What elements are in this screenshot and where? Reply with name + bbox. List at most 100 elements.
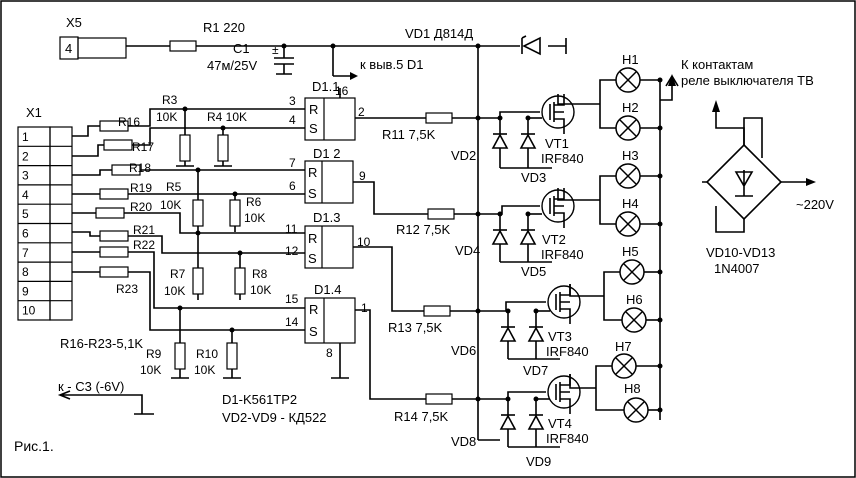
r18-label: R18 <box>129 161 151 175</box>
lamp-pair-wire <box>569 365 624 411</box>
r14-label: R14 7,5K <box>394 409 449 424</box>
r4-resistor <box>217 134 229 162</box>
relay-bus <box>659 74 679 420</box>
lamp-h7 <box>611 353 663 379</box>
lamp-h3 <box>615 163 663 189</box>
junction <box>475 308 481 314</box>
mosfet-vt3 <box>547 284 581 324</box>
r11-label: R11 7,5K <box>382 127 436 142</box>
positive-rail <box>126 45 479 440</box>
h4-label: H4 <box>622 196 639 211</box>
c1-capacitor <box>274 46 294 75</box>
r17-label: R17 <box>132 140 154 154</box>
pin-1: 1 <box>361 301 368 315</box>
vt4-label: VT4 <box>548 416 572 431</box>
x1-pin-10: 10 <box>22 304 36 318</box>
ac-arrow <box>806 178 816 186</box>
r8-resistor <box>234 267 246 295</box>
r3-label: R3 <box>162 93 178 107</box>
pin-4: 4 <box>289 113 296 127</box>
x1-pin-4: 4 <box>22 188 29 202</box>
d1-3-r: R <box>308 231 317 246</box>
d1-1-s: S <box>309 121 318 136</box>
vd1-zener-diode <box>522 36 541 56</box>
r1-label: R1 220 <box>203 20 245 35</box>
vd1-wire <box>478 38 567 54</box>
r3-value: 10K <box>156 110 177 124</box>
pin-9: 9 <box>359 169 366 183</box>
pin-8: 8 <box>326 346 333 360</box>
vt1-label: VT1 <box>545 136 569 151</box>
x5-label: X5 <box>66 15 82 30</box>
x1-label: X1 <box>26 105 42 120</box>
pin5-arrow <box>350 72 358 80</box>
lamp-h8 <box>623 397 663 423</box>
vt3-part: IRF840 <box>546 344 589 359</box>
d1-1-label: D1.1 <box>312 79 339 94</box>
h8-label: H8 <box>624 381 641 396</box>
relay-note-1: К контактам <box>681 57 753 72</box>
vd7-label: VD7 <box>523 363 548 378</box>
r12-label: R12 7,5K <box>396 222 451 237</box>
vd8-label: VD8 <box>451 434 476 449</box>
vd9-label: VD9 <box>526 454 551 469</box>
stage-bottom-wire <box>500 117 552 169</box>
r9-value: 10K <box>140 363 161 377</box>
stage-bottom-wire <box>500 213 552 263</box>
r5-value: 10K <box>160 198 181 212</box>
vt3-label: VT3 <box>548 329 572 344</box>
r5-label: R5 <box>166 180 182 194</box>
diode-vd7 <box>527 308 545 359</box>
stage-bottom-wire <box>508 398 560 448</box>
d1-2-label: D1 2 <box>313 146 340 161</box>
output-wires <box>353 111 546 400</box>
h2-label: H2 <box>622 100 639 115</box>
bridge-rectifier <box>702 108 812 233</box>
pin-14: 14 <box>285 315 299 329</box>
r5-resistor <box>192 199 204 227</box>
vd1-label: VD1 Д814Д <box>405 26 473 41</box>
d1-1-flipflop <box>304 97 356 141</box>
x1-pin-2: 2 <box>22 149 29 163</box>
vd3-label: VD3 <box>521 170 546 185</box>
lamp-h1 <box>615 67 663 93</box>
x1-pin-5: 5 <box>22 207 29 221</box>
vt4-part: IRF840 <box>546 431 589 446</box>
vd-part-note: VD2-VD9 - КД522 <box>222 410 327 425</box>
vt2-part: IRF840 <box>541 247 584 262</box>
bridge-name: VD10-VD13 <box>706 245 775 260</box>
d1-3-s: S <box>308 251 317 266</box>
diode-vd8 <box>499 396 517 447</box>
r3-resistor <box>179 134 191 162</box>
r1-resistor <box>169 40 197 52</box>
pin5-tap-wire <box>332 46 350 77</box>
r7-r8-wires <box>197 233 241 300</box>
pin8-ground <box>331 343 349 379</box>
junction <box>475 396 481 402</box>
diode-vd5 <box>519 211 537 262</box>
pin-3: 3 <box>289 94 296 108</box>
r16-r23-note: R16-R23-5,1K <box>60 336 143 351</box>
vd5-label: VD5 <box>521 264 546 279</box>
r10-resistor <box>226 342 238 370</box>
vd2-label: VD2 <box>451 148 476 163</box>
d1-2-r: R <box>308 165 317 180</box>
pin-11: 11 <box>285 222 298 236</box>
pin-16: 16 <box>335 84 349 98</box>
r9-r10-wires <box>171 308 241 379</box>
junction <box>475 115 481 121</box>
junction <box>475 211 481 217</box>
r10-value: 10K <box>194 363 215 377</box>
pin-15: 15 <box>285 292 299 306</box>
vt2-label: VT2 <box>542 232 566 247</box>
x5-plug <box>77 37 127 59</box>
diode-vd9 <box>527 396 545 447</box>
r10-label: R10 <box>196 347 218 361</box>
lamp-h6 <box>621 307 663 333</box>
relay-note-2: реле выключателя ТВ <box>681 73 814 88</box>
c1-label: C1 <box>233 41 250 56</box>
diode-vd2 <box>491 115 509 168</box>
h7-label: H7 <box>615 339 632 354</box>
